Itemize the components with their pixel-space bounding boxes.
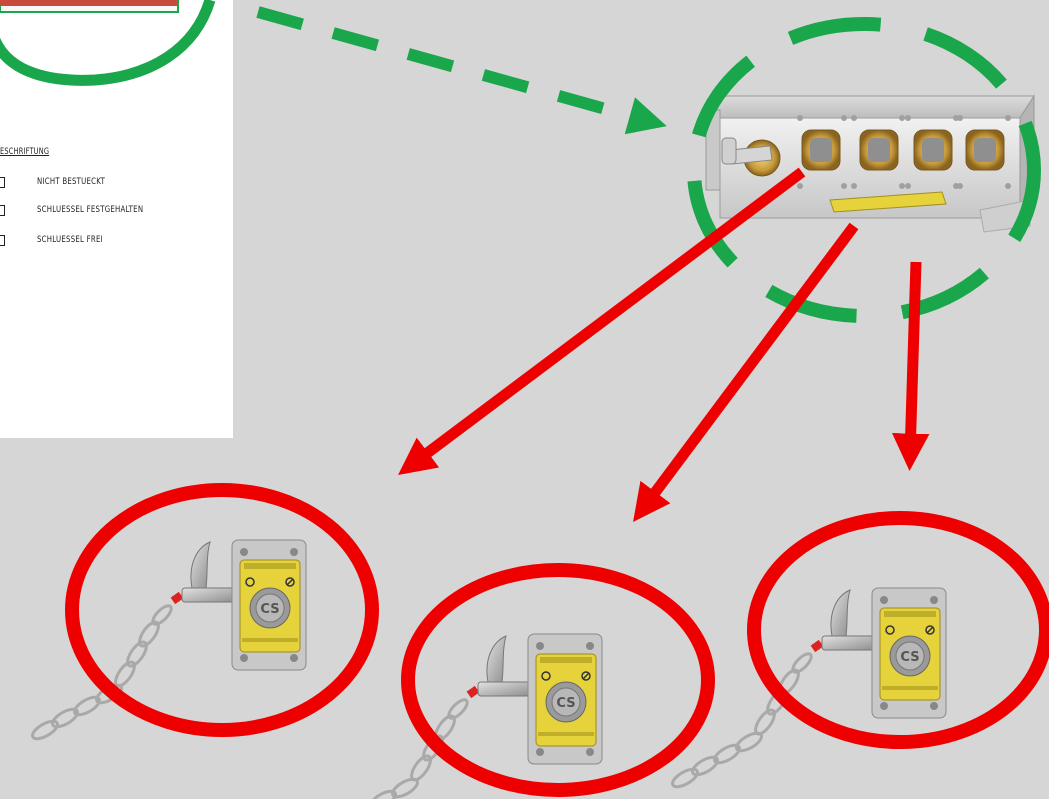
green-dashed-arrow (256, 6, 667, 135)
legend-item-not-equipped: NICHT BESTUECKT (0, 175, 120, 189)
legend-swatch (0, 176, 5, 188)
trapped-key-lock-icon: CS (324, 632, 604, 799)
legend-swatch (0, 204, 5, 216)
trapped-key-lock-icon: CS (28, 538, 308, 744)
lock-badge: CS (260, 602, 279, 617)
legend-item-label: NICHT BESTUECKT (37, 177, 106, 187)
red-arrow-to-lock-3 (892, 261, 930, 471)
red-arrow-to-lock-1 (398, 167, 806, 475)
trapped-key-lock-icon: CS (668, 586, 948, 792)
lock-badge: CS (900, 650, 919, 665)
legend-swatch (0, 234, 5, 246)
legend-highlight-bar (0, 0, 178, 6)
legend-item-key-free: SCHLUESSEL FREI (0, 233, 117, 247)
legend-item-label: SCHLUESSEL FREI (37, 235, 103, 245)
lock-highlight-circle-3 (747, 511, 1049, 749)
lock-highlight-circle-1 (65, 483, 379, 737)
lock-highlight-circle-2 (401, 563, 715, 797)
cabinet-highlight-circle (687, 17, 1041, 323)
legend-item-key-trapped: SCHLUESSEL FESTGEHALTEN (0, 203, 167, 217)
legend-item-label: SCHLUESSEL FESTGEHALTEN (37, 205, 144, 215)
legend-highlight-circle (0, 0, 216, 86)
lock-badge: CS (556, 696, 575, 711)
legend-heading: ESCHRIFTUNG (0, 147, 50, 157)
red-arrow-to-lock-2 (633, 222, 859, 522)
